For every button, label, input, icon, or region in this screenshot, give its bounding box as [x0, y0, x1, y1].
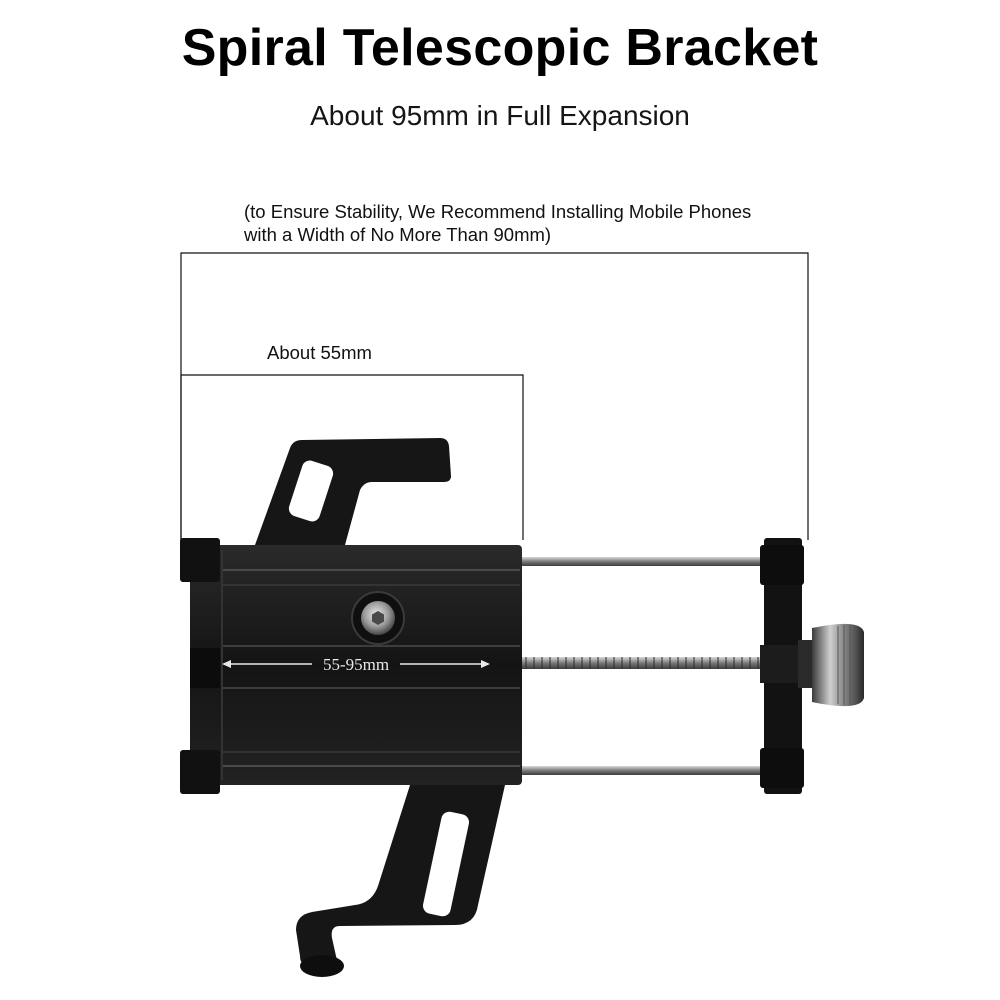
range-label: 55-95mm — [323, 655, 389, 674]
guide-rods — [520, 557, 770, 775]
bottom-arm — [296, 785, 505, 966]
dimension-line-55mm — [180, 374, 524, 540]
min-width-label: About 55mm — [267, 342, 372, 363]
rubber-foot — [300, 955, 344, 977]
right-clamp — [760, 538, 804, 794]
stability-note-line-2: with a Width of No More Than 90mm) — [244, 224, 552, 245]
hex-bolt-icon — [351, 591, 405, 645]
page-title: Spiral Telescopic Bracket — [181, 19, 819, 77]
adjustment-knob-icon[interactable] — [798, 623, 864, 707]
page-subtitle: About 95mm in Full Expansion — [310, 100, 690, 131]
left-clamp-blocks — [180, 538, 220, 794]
stability-note: (to Ensure Stability, We Recommend Insta… — [244, 200, 864, 246]
stability-note-line-1: (to Ensure Stability, We Recommend Insta… — [244, 201, 752, 222]
bracket-body — [190, 545, 522, 785]
top-arm — [255, 438, 451, 545]
top-arm-slot — [288, 460, 334, 522]
bottom-arm-slot — [422, 811, 470, 917]
range-arrow — [222, 660, 490, 668]
